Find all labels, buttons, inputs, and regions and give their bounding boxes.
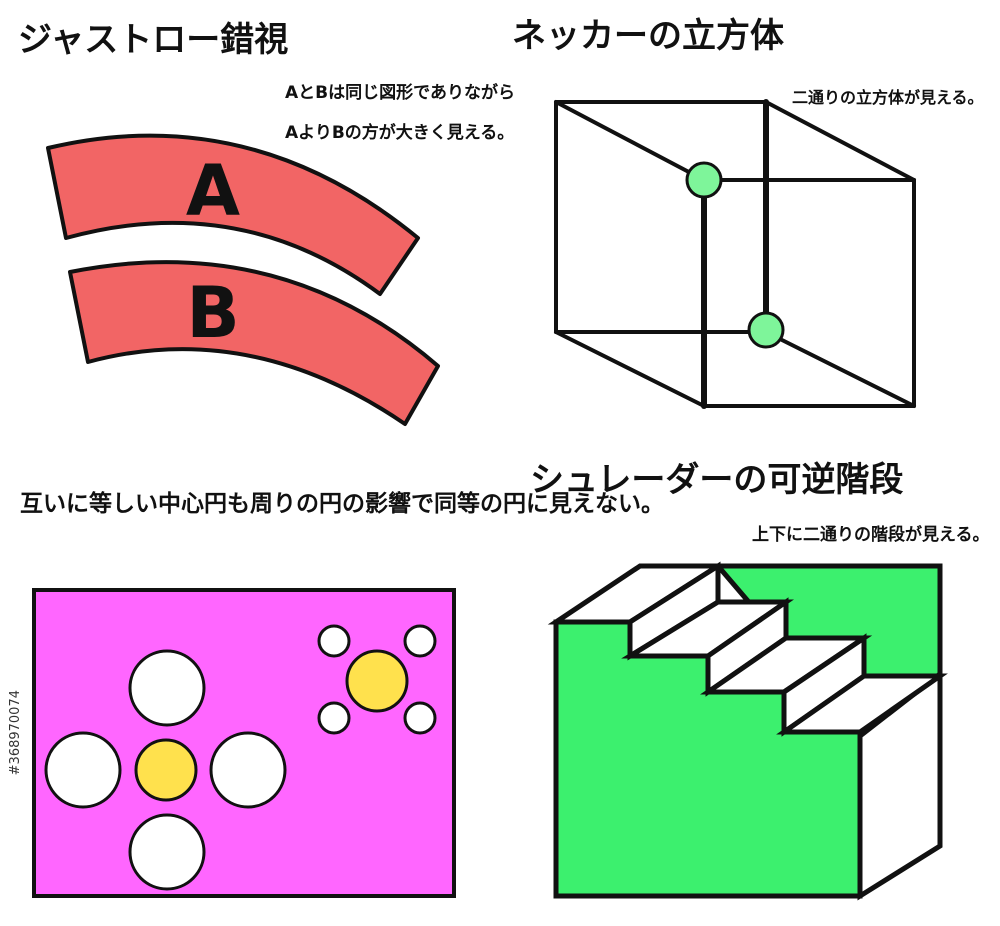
cube-edge <box>554 330 706 408</box>
cube-edge <box>554 100 706 182</box>
ebbinghaus-figure <box>32 588 456 898</box>
small-surround-circle <box>317 701 351 735</box>
small-surround-circle <box>403 701 437 735</box>
ebbinghaus-title: 互いに等しい中心円も周りの円の影響で同等の円に見えない。 <box>20 491 664 517</box>
stair-tread <box>776 673 948 735</box>
large-surround-circle <box>128 649 206 727</box>
small-surround-circle <box>317 624 351 658</box>
necker-cube <box>554 99 916 409</box>
jastrow-shape-b <box>68 260 440 426</box>
cube-edge <box>764 100 916 182</box>
cube-edge <box>764 330 916 408</box>
necker-note: 二通りの立方体が見える。 <box>792 88 984 107</box>
jastrow-label-a: A <box>186 150 240 232</box>
necker-dot-bottom <box>747 311 785 349</box>
necker-title: ネッカーの立方体 <box>512 16 784 56</box>
jastrow-label-b: B <box>186 272 239 354</box>
jastrow-title: ジャストロー錯視 <box>18 20 289 60</box>
stair-front-outline <box>553 622 863 899</box>
jastrow-note-line2: AよりBの方が大きく見える。 <box>285 123 515 143</box>
schroeder-note: 上下に二通りの階段が見える。 <box>752 525 990 545</box>
schroeder-title: シュレーダーの可逆階段 <box>530 460 904 500</box>
jastrow-note-line1: AとBは同じ図形でありながら <box>285 83 515 103</box>
large-surround-circle <box>128 813 206 891</box>
schroeder-staircase <box>547 561 948 901</box>
large-surround-circle <box>44 731 122 809</box>
center-circle-right <box>345 649 409 713</box>
necker-dot-top <box>685 161 723 199</box>
small-surround-circle <box>403 624 437 658</box>
center-circle-left <box>134 738 198 802</box>
jastrow-shape-a <box>46 133 420 296</box>
jastrow-figure: A B <box>46 133 440 426</box>
large-surround-circle <box>209 731 287 809</box>
